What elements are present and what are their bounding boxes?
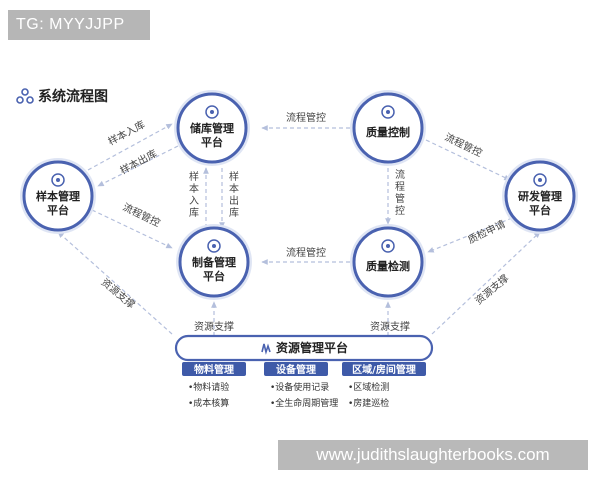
node-ring: [22, 160, 94, 232]
watermark: www.judithslaughterbooks.com: [278, 440, 588, 470]
flask-icon: [533, 173, 547, 187]
node-ring: [352, 92, 424, 164]
edge-label-process-storage-qc: 流程管控: [286, 111, 326, 124]
edge-label-sample-in: 样本入库: [106, 118, 147, 148]
resource-column-item: •全生命周期管理: [270, 397, 338, 409]
node-quality-control: 质量控制: [350, 90, 426, 166]
gear-icon: [205, 105, 219, 119]
svg-text:样: 样: [189, 170, 199, 183]
edge-resource-rd: [431, 231, 541, 335]
edge-sample-storage: [87, 123, 173, 171]
edge-label-resource-center-right: 资源支撑: [370, 320, 410, 333]
resource-platform-title: 资源管理平台: [276, 340, 348, 355]
edge-label-process-qc-rd: 流程管控: [443, 130, 485, 159]
svg-text:本: 本: [229, 182, 239, 195]
resource-column-item: •设备使用记录: [270, 381, 329, 393]
svg-text:控: 控: [395, 204, 405, 217]
chart-icon: [51, 173, 65, 187]
resource-column-label: 设备管理: [276, 363, 316, 376]
tag-label: TG: MYYJJPP: [8, 10, 150, 40]
node-ring: [178, 226, 250, 298]
resource-column-label: 区域/房间管理: [352, 363, 416, 376]
resource-column-item: •房建巡检: [348, 397, 389, 409]
svg-text:入: 入: [189, 196, 199, 207]
node-ring: [176, 92, 248, 164]
resource-icon: [261, 343, 271, 355]
svg-text:出: 出: [229, 194, 239, 207]
node-ring: [352, 226, 424, 298]
node-ring: [504, 160, 576, 232]
resource-column-2: 区域/房间管理 •区域检测 •房建巡检: [342, 362, 426, 409]
resource-platform: 资源管理平台: [174, 334, 434, 362]
page-title: 系统流程图: [38, 89, 108, 105]
resource-column-label-bar: [342, 362, 426, 376]
svg-text:程: 程: [395, 181, 405, 193]
resource-column-item: •区域检测: [348, 381, 389, 393]
resource-column-item: •物料请验: [188, 381, 229, 393]
svg-text:本: 本: [189, 182, 199, 195]
edge-label-sample-out: 样本出库: [118, 147, 159, 177]
edge-label-resource-left: 资源支撑: [99, 275, 138, 311]
svg-text:库: 库: [229, 206, 239, 219]
node-label: 研发管理: [518, 189, 562, 203]
resource-column-0: 物料管理 •物料请验 •成本核算: [182, 362, 246, 409]
node-label: 质量控制: [366, 125, 410, 139]
resource-column-label-bar: [182, 362, 246, 376]
resource-column-item: •成本核算: [188, 397, 229, 409]
edge-label-process-qc-test: 流程管控: [395, 168, 405, 217]
shield-icon: [381, 105, 395, 119]
target-icon: [381, 239, 395, 253]
diagram-title: 系统流程图: [16, 86, 108, 106]
svg-text:库: 库: [189, 206, 199, 219]
node-label: 制备管理: [192, 255, 236, 269]
edge-label-rd-apply: 质检申请: [466, 217, 508, 246]
edge-rd-test: [427, 217, 513, 253]
edge-label-sample-out-vertical: 样本出库: [229, 170, 239, 219]
resource-column-label-bar: [264, 362, 328, 376]
resource-platform-bar: [174, 334, 434, 362]
node-label-line2: 平台: [47, 203, 69, 217]
edge-label-resource-right: 资源支撑: [472, 271, 511, 307]
node-label-line2: 平台: [203, 269, 225, 283]
edge-label-process-test-manufacture: 流程管控: [286, 246, 326, 259]
edge-sample-manufacture: [91, 209, 173, 249]
svg-text:样: 样: [229, 170, 239, 183]
node-label-line2: 平台: [201, 135, 223, 149]
edge-resource-sample: [57, 231, 173, 335]
edge-qc-rd: [425, 139, 511, 181]
edges: [57, 123, 541, 336]
node-label: 样本管理: [36, 189, 80, 203]
node-label-line2: 平台: [529, 203, 551, 217]
resource-column-label: 物料管理: [194, 363, 234, 376]
edge-storage-sample: [97, 145, 179, 187]
node-label: 质量检测: [366, 259, 410, 273]
node-label: 储库管理: [190, 121, 234, 135]
edge-label-process-sample-manufacture: 流程管控: [121, 200, 163, 229]
edge-label-resource-center-left: 资源支撑: [194, 320, 234, 333]
svg-text:流: 流: [395, 168, 405, 181]
wave-icon: [207, 239, 221, 253]
node-quality-test: 质量检测: [350, 224, 426, 300]
svg-text:管: 管: [395, 192, 405, 205]
flow-icon: [16, 88, 34, 104]
edge-label-sample-in-vertical: 样本入库: [189, 170, 199, 219]
resource-column-1: 设备管理 •设备使用记录 •全生命周期管理: [264, 362, 338, 409]
